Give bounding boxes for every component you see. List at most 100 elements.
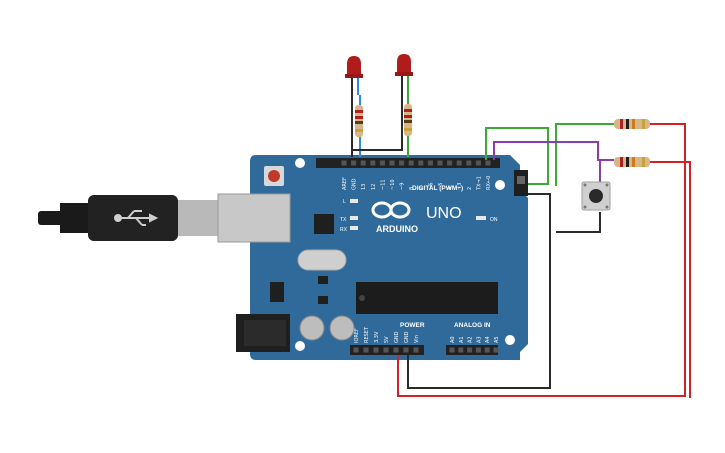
pin-label: 5V (384, 336, 390, 343)
pin-label: RESET (364, 326, 370, 343)
led-left-rim (345, 74, 363, 78)
slide-switch[interactable] (514, 170, 528, 196)
header-pin[interactable] (475, 160, 481, 166)
header-pin[interactable] (418, 160, 424, 166)
pin-label: A1 (459, 336, 465, 343)
led-right-body (397, 54, 411, 74)
header-pin[interactable] (389, 160, 395, 166)
pin-label: ~3 (457, 183, 463, 190)
pin-label: IOREF (354, 328, 360, 343)
reset-button-cap[interactable] (268, 170, 280, 182)
crystal-oscillator (297, 249, 347, 271)
usb-plug-metal-left (178, 200, 222, 236)
voltage-regulator (270, 282, 284, 302)
pin-label: A5 (494, 336, 500, 343)
atmega-chip (356, 282, 498, 314)
pin-label: A3 (476, 336, 482, 343)
pin-label: A2 (468, 336, 474, 343)
board-brand: ARDUINO (376, 224, 418, 234)
header-pin[interactable] (370, 160, 376, 166)
led-right-rim (395, 72, 413, 76)
digital-header[interactable] (316, 158, 500, 168)
header-pin[interactable] (484, 347, 490, 353)
green-wire-pin2[interactable] (485, 127, 549, 185)
header-pin[interactable] (379, 160, 385, 166)
pin-label: RX←0 (486, 176, 492, 190)
arduino-logo (371, 201, 411, 219)
red-wire-5v-top[interactable] (397, 123, 686, 397)
led-right-ground-wire[interactable] (352, 90, 403, 151)
header-pin[interactable] (373, 347, 379, 353)
small-chip (318, 276, 328, 284)
pin-label: GND (404, 331, 410, 343)
pin-label: ~9 (400, 183, 406, 190)
resistor-left[interactable] (355, 105, 363, 137)
header-pin[interactable] (449, 347, 455, 353)
led-rx-label: RX (340, 227, 348, 233)
header-pin[interactable] (393, 347, 399, 353)
header-pin[interactable] (467, 347, 473, 353)
resistor-right[interactable] (404, 104, 412, 136)
header-pin[interactable] (493, 347, 499, 353)
power-label: POWER (400, 322, 425, 329)
usb-cable-end (38, 211, 64, 225)
led-right[interactable] (395, 54, 413, 76)
led-left[interactable] (345, 56, 363, 78)
pin-label: Vin (414, 335, 420, 343)
pin-label: GND (394, 331, 400, 343)
pin-label: ~6 (428, 183, 434, 190)
pushbutton[interactable] (581, 181, 611, 211)
header-pin[interactable] (427, 160, 433, 166)
led-tx-label: TX (340, 217, 347, 223)
pin-label: 13 (361, 184, 367, 190)
header-pin[interactable] (408, 160, 414, 166)
pin-label: 3.3V (374, 331, 380, 343)
led-on-label: ON (490, 217, 498, 223)
slide-switch-knob[interactable] (517, 176, 525, 184)
small-chip (318, 296, 328, 304)
header-pin[interactable] (413, 347, 419, 353)
pin-label: 7 (419, 187, 425, 190)
header-pin[interactable] (456, 160, 462, 166)
pin-label: ~5 (438, 183, 444, 190)
header-pin[interactable] (353, 347, 359, 353)
green-wire-resistor-top[interactable] (555, 123, 614, 186)
digital-header-label: DIGITAL (PWM~) (412, 185, 463, 192)
usb-chip (314, 214, 334, 234)
pin-label: ~11 (380, 179, 386, 190)
pin-label: GND (352, 178, 358, 190)
header-pin[interactable] (485, 160, 491, 166)
header-pin[interactable] (475, 347, 481, 353)
pin-label: 4 (448, 187, 454, 190)
analog-label: ANALOG IN (454, 322, 491, 329)
header-pin[interactable] (466, 160, 472, 166)
header-pin[interactable] (341, 160, 347, 166)
led-on-indicator (476, 216, 486, 220)
mounting-hole (495, 180, 505, 190)
header-pin[interactable] (351, 160, 357, 166)
chip-notch (359, 295, 365, 301)
black-wire-ground[interactable] (407, 193, 551, 389)
resistor-top-right[interactable] (614, 119, 650, 129)
header-pin[interactable] (447, 160, 453, 166)
header-pin[interactable] (458, 347, 464, 353)
header-pin[interactable] (363, 347, 369, 353)
usb-icon (114, 210, 159, 226)
led-l-indicator (350, 199, 358, 203)
header-pin[interactable] (437, 160, 443, 166)
pin-label: A0 (450, 336, 456, 343)
header-pin[interactable] (399, 160, 405, 166)
header-pin[interactable] (403, 347, 409, 353)
resistor-bottom-right[interactable] (614, 157, 650, 167)
red-wire-5v-bottom[interactable] (650, 161, 691, 398)
black-wire-button[interactable] (556, 212, 601, 233)
header-pin[interactable] (360, 160, 366, 166)
pin-label: 2 (467, 187, 473, 190)
purple-wire-pin0[interactable] (493, 141, 614, 161)
pin-label: 8 (409, 187, 415, 190)
led-l-label: L (343, 199, 346, 205)
mounting-hole (505, 335, 515, 345)
header-pin[interactable] (383, 347, 389, 353)
